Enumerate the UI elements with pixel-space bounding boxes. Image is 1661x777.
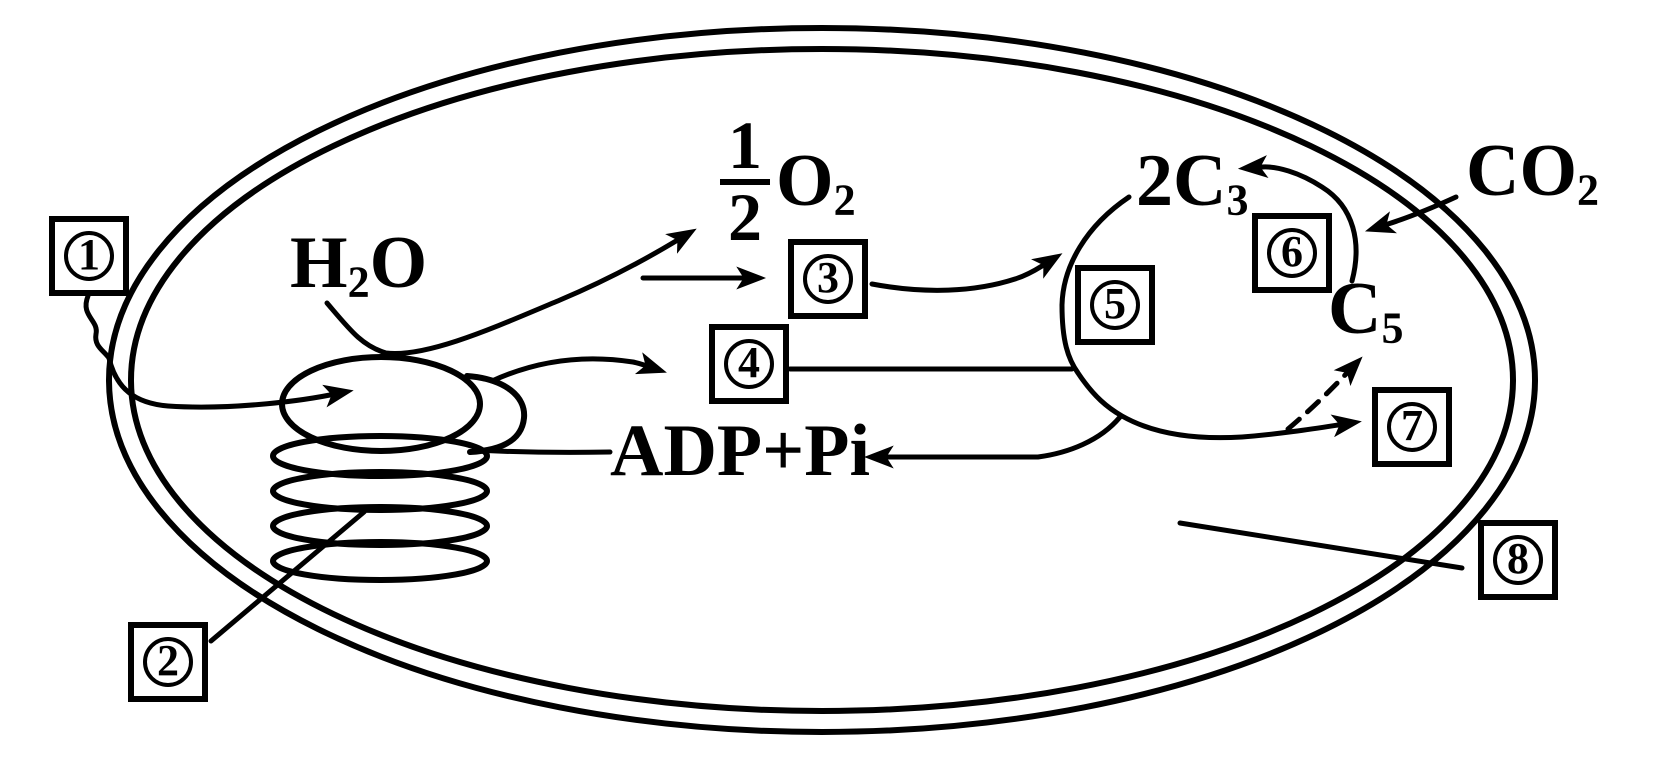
marker-digit-4: 4 (724, 339, 774, 389)
water-split-to-oxygen-arrow (324, 228, 697, 357)
marker-digit-7: 7 (1387, 402, 1437, 452)
marker-box-6: 6 (1252, 213, 1332, 293)
marker-box-5: 5 (1075, 265, 1155, 345)
pointer-from-1 (83, 293, 112, 361)
calvin-cycle-arc-to-7 (1059, 194, 1362, 441)
marker-box-2: 2 (128, 622, 208, 702)
dashed-arrow-to-c5 (1285, 356, 1363, 432)
granum-disc-2 (270, 433, 490, 479)
marker-digit-1: 1 (64, 231, 114, 281)
label-h2o: H2O (290, 222, 428, 307)
marker-box-7: 7 (1372, 387, 1452, 467)
light-arrow-to-granum (106, 355, 354, 410)
adp-return-arrow (863, 414, 1123, 469)
atp-arrow-to-4 (489, 352, 667, 384)
marker-digit-8: 8 (1493, 535, 1543, 585)
marker-digit-3: 3 (803, 254, 853, 304)
pointer-from-2 (208, 509, 367, 644)
marker-box-8: 8 (1478, 520, 1558, 600)
marker-box-4: 4 (709, 324, 789, 404)
marker-digit-2: 2 (143, 637, 193, 687)
marker-box-3: 3 (788, 239, 868, 319)
label-co2: CO2 (1466, 130, 1599, 215)
label-half-o2: 1 2 O2 (720, 111, 856, 251)
label-c5: C5 (1328, 268, 1404, 353)
label-o2: O2 (776, 140, 856, 225)
fraction-bar (720, 178, 770, 185)
c5-to-c3-arrow (1237, 155, 1359, 284)
adp-line-to-granum (471, 447, 613, 455)
label-2c3: 2C3 (1136, 140, 1249, 225)
arrow-from-3-to-cycle (869, 253, 1063, 293)
marker-digit-6: 6 (1267, 228, 1317, 278)
inner-membrane (128, 46, 1516, 714)
pointer-to-8 (1177, 520, 1465, 571)
fraction-one-half: 1 2 (720, 111, 770, 251)
marker-box-1: 1 (49, 216, 129, 296)
label-adp-pi: ADP+Pi (610, 410, 871, 492)
granum-disc-5 (270, 539, 490, 583)
marker-digit-5: 5 (1090, 280, 1140, 330)
co2-entry-arrow (1364, 194, 1459, 234)
outer-membrane (106, 25, 1538, 735)
